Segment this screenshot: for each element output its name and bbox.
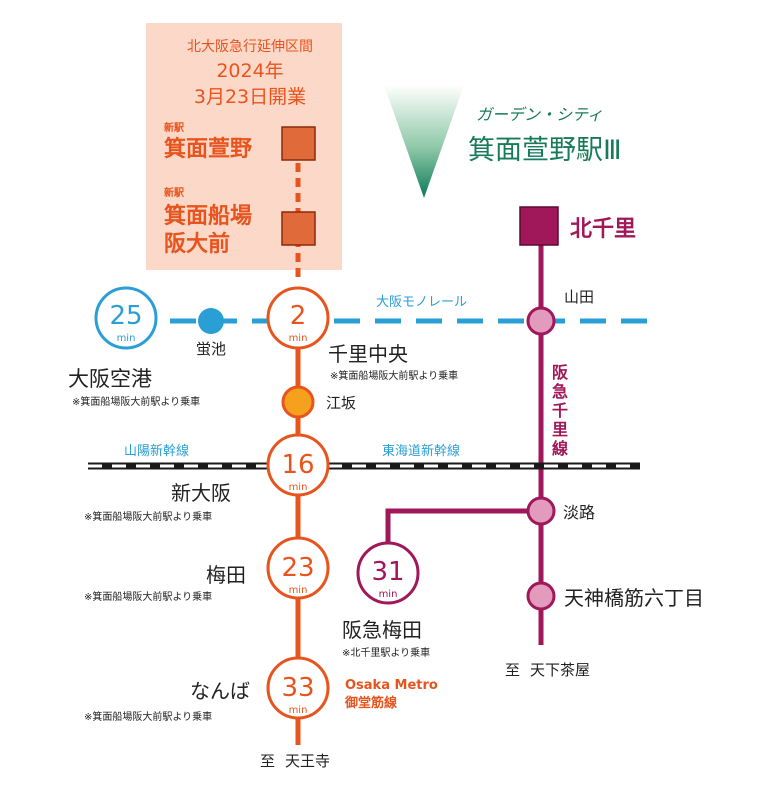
station-kitasenri: 北千里	[570, 217, 636, 242]
station-yamada: 山田	[564, 288, 594, 306]
station-hotarugaike: 蛍池	[196, 340, 226, 358]
hotarugaike-marker	[198, 308, 224, 334]
extension-title-2: 2024年	[216, 60, 283, 82]
shin-osaka-min-unit: min	[289, 482, 308, 493]
umeda-min-unit: min	[289, 585, 308, 596]
senri-chuo-time-circle	[266, 286, 330, 350]
midosuji-terminus: 天王寺	[285, 752, 330, 770]
umeda-minutes: 23	[281, 553, 314, 583]
station-senri-chuo: 千里中央	[328, 342, 408, 366]
station-tenjinbashisuji-6chome: 天神橋筋六丁目	[564, 586, 704, 610]
namba-minutes: 33	[281, 673, 314, 703]
esaka-marker	[281, 385, 315, 419]
shin-osaka-note: ※箕面船場阪大前駅より乗車	[84, 510, 212, 523]
hankyu-line-name-char: 里	[552, 420, 568, 439]
umeda-note: ※箕面船場阪大前駅より乗車	[84, 590, 212, 603]
sanyo-shinkansen-label: 山陽新幹線	[124, 443, 189, 459]
new-station-marker-2	[281, 211, 316, 246]
new-station-tag-1: 新駅	[164, 121, 185, 134]
kitasenri-marker	[519, 206, 559, 246]
hankyu-line-name-char: 線	[552, 439, 568, 458]
midosuji-line-name-1: Osaka Metro	[345, 678, 438, 693]
hankyu-umeda-time-circle	[356, 541, 420, 605]
airport-minutes: 25	[109, 301, 142, 331]
logo-triangle-icon	[384, 85, 464, 198]
station-hankyu-umeda: 阪急梅田	[342, 618, 422, 642]
awaji-marker	[526, 496, 556, 526]
midosuji-line-name-2: 御堂筋線	[344, 695, 398, 711]
shin-osaka-time-circle	[266, 433, 330, 497]
station-minoh-semba: 箕面船場	[164, 203, 252, 229]
station-handai-mae: 阪大前	[164, 231, 230, 257]
hankyu-terminus: 天下茶屋	[530, 661, 590, 679]
hankyu-branch-umeda	[385, 508, 541, 545]
hankyu-line-name-char: 千	[552, 401, 568, 420]
station-awaji: 淡路	[563, 503, 595, 522]
new-station-marker-1	[281, 126, 316, 161]
tenjinbashi-marker	[526, 581, 556, 611]
new-station-tag-2: 新駅	[164, 186, 185, 199]
station-namba: なんば	[190, 679, 250, 703]
hankyu-umeda-minutes: 31	[371, 557, 404, 587]
hankyu-line-name-char: 急	[552, 382, 568, 401]
airport-note: ※箕面船場阪大前駅より乗車	[72, 395, 200, 408]
hankyu-umeda-min-unit: min	[379, 589, 398, 600]
station-umeda: 梅田	[206, 563, 246, 587]
tokaido-shinkansen-label: 東海道新幹線	[382, 443, 460, 459]
namba-time-circle	[266, 656, 330, 720]
station-osaka-airport: 大阪空港	[68, 367, 152, 391]
extension-title-1: 北大阪急行延伸区間	[187, 39, 313, 55]
station-shin-osaka: 新大阪	[171, 481, 231, 505]
station-minoh-kayano: 箕面萱野	[164, 136, 252, 162]
logo-title: 箕面萱野駅Ⅲ	[468, 135, 622, 166]
logo-subtitle: ガーデン・シティ	[476, 105, 603, 124]
senri-chuo-note: ※箕面船場阪大前駅より乗車	[330, 369, 458, 382]
hankyu-umeda-note: ※北千里駅より乗車	[342, 646, 430, 659]
namba-min-unit: min	[289, 705, 308, 716]
yamada-marker	[526, 306, 556, 336]
hankyu-to-label: 至	[505, 661, 520, 679]
airport-time-circle	[94, 286, 158, 350]
namba-note: ※箕面船場阪大前駅より乗車	[84, 710, 212, 723]
senri-chuo-minutes: 2	[290, 301, 307, 331]
hankyu-line-name-char: 阪	[552, 363, 569, 382]
airport-min-unit: min	[117, 333, 136, 344]
senri-chuo-min-unit: min	[289, 333, 308, 344]
extension-title-3: 3月23日開業	[194, 86, 306, 108]
umeda-time-circle	[266, 536, 330, 600]
monorail-line-name: 大阪モノレール	[376, 295, 467, 310]
midosuji-to-label: 至	[260, 752, 275, 770]
shin-osaka-minutes: 16	[281, 450, 314, 480]
station-esaka: 江坂	[326, 394, 356, 412]
